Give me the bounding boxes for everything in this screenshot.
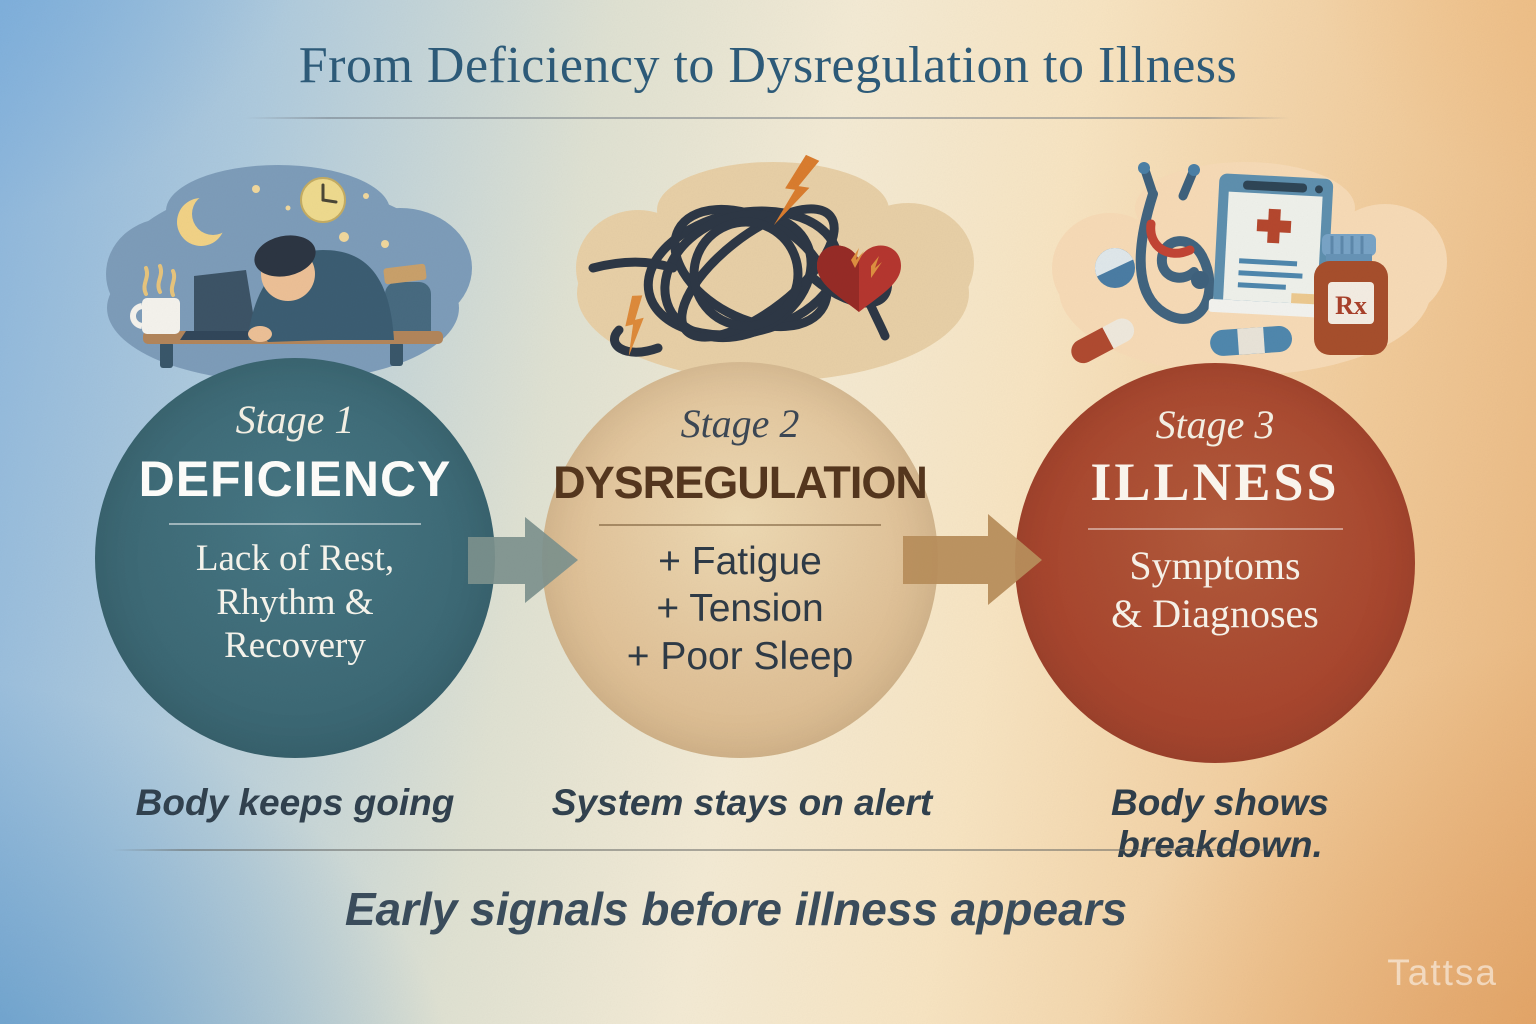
stage3-circle: Stage 3 ILLNESS Symptoms & Diagnoses	[1015, 363, 1415, 763]
stage2-divider	[599, 523, 881, 526]
rx-label: Rx	[1335, 291, 1367, 320]
stage1-line: Recovery	[224, 625, 366, 667]
stage2-line: + Poor Sleep	[626, 635, 854, 679]
stage1-circle: Stage 1 DEFICIENCY Lack of Rest, Rhythm …	[95, 358, 495, 758]
stage2-tangled-mind-illustration	[576, 154, 974, 381]
stage3-line: Symptoms	[1129, 543, 1301, 589]
stage3-line: & Diagnoses	[1111, 591, 1319, 637]
watermark: Tattsa	[1387, 952, 1498, 993]
stage1-description: Lack of Rest, Rhythm & Recovery	[196, 537, 394, 668]
footer-tagline: Early signals before illness appears	[344, 883, 1128, 935]
title-underline	[245, 117, 1290, 119]
stage1-divider	[169, 523, 421, 525]
stage2-circle: Stage 2 DYSREGULATION + Fatigue + Tensio…	[542, 362, 938, 758]
stage2-caption: System stays on alert	[551, 782, 933, 823]
stage3-caption: Body shows breakdown.	[1111, 782, 1329, 865]
stage2-label: Stage 2	[680, 401, 800, 446]
stage2-line: + Fatigue	[658, 539, 822, 583]
stage2-description: + Fatigue + Tension + Poor Sleep	[627, 538, 854, 682]
stage3-medical-illustration: Rx	[1052, 162, 1447, 375]
stage3-label: Stage 3	[1155, 402, 1275, 447]
stage1-line: Lack of Rest,	[195, 538, 395, 579]
stage3-description: Symptoms & Diagnoses	[1111, 542, 1319, 638]
clock-icon	[300, 177, 346, 223]
stage1-name: DEFICIENCY	[138, 451, 452, 507]
stage3-name: ILLNESS	[1090, 452, 1340, 512]
page-title: From Deficiency to Dysregulation to Illn…	[298, 37, 1238, 94]
stage2-line: + Tension	[656, 587, 824, 631]
stage1-caption: Body keeps going	[135, 782, 455, 823]
stage1-line: Rhythm &	[216, 581, 374, 623]
bottom-divider	[112, 849, 1310, 851]
stage3-divider	[1087, 528, 1343, 531]
stage2-name: DYSREGULATION	[553, 457, 928, 508]
stage1-label: Stage 1	[235, 397, 355, 442]
